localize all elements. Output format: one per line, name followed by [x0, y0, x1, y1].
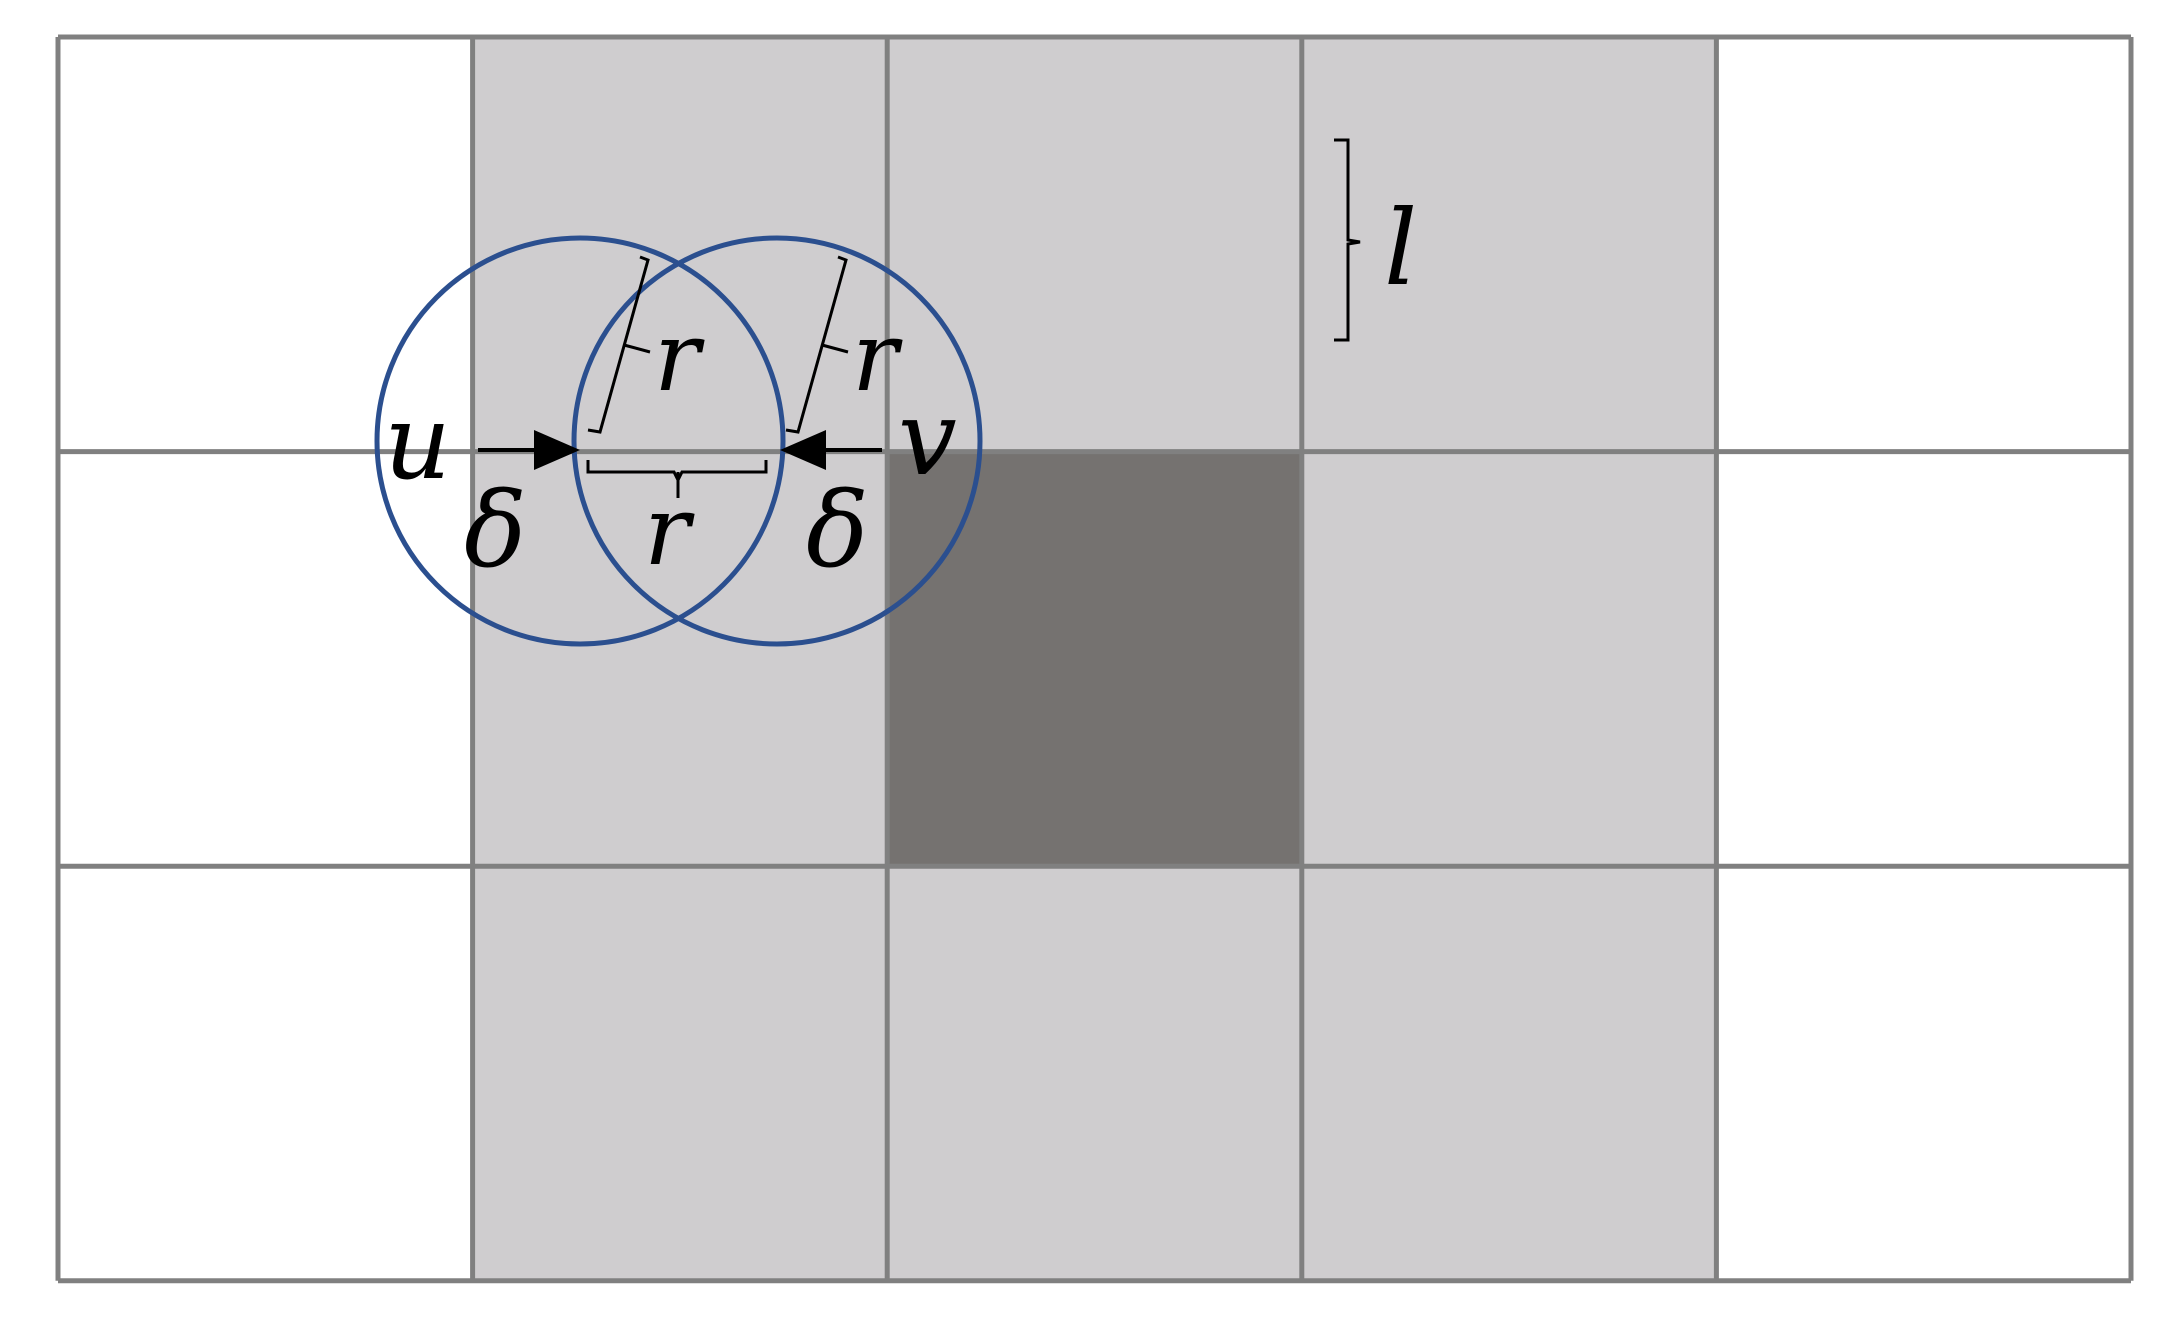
circle-v	[571, 235, 983, 647]
bracket-left-radius	[587, 255, 651, 434]
circle-u	[374, 235, 786, 647]
grid-cell-r2-c0	[58, 866, 473, 1281]
label-delta-left: δ	[464, 469, 527, 591]
label-r-center: r	[644, 475, 695, 587]
grid-lines	[55, 34, 2134, 1284]
grid-cell-r2-c4	[1716, 866, 2131, 1281]
grid-cell-r1-c2	[887, 451, 1302, 867]
grid-cell-r2-c3	[1301, 866, 1717, 1281]
grid-cell-r0-c3	[1301, 37, 1717, 452]
grid-cell-r2-c2	[887, 866, 1302, 1281]
grid-cell-r0-c4	[1716, 37, 2131, 452]
grid-cell-r2-c1	[472, 866, 888, 1281]
label-r-right-radius: r	[852, 301, 903, 413]
label-u: u	[384, 381, 451, 503]
arrow-v-to-circle	[780, 430, 882, 470]
label-delta-right: δ	[806, 469, 869, 591]
grid-cell-r1-c0	[58, 451, 473, 867]
arrow-u-to-circle	[478, 430, 580, 470]
label-v: v	[898, 377, 957, 499]
grid-cell-r1-c3	[1301, 451, 1717, 867]
grid-cell-r1-c1	[472, 451, 888, 867]
label-r-left-radius: r	[654, 301, 705, 413]
bracket-right-radius	[785, 255, 849, 434]
grid-cells	[58, 37, 2131, 1281]
grid-cell-r0-c2	[887, 37, 1302, 452]
bracket-l	[1334, 138, 1361, 342]
label-l: l	[1384, 187, 1417, 309]
grid-cell-r1-c4	[1716, 451, 2131, 867]
grid-cell-r0-c0	[58, 37, 473, 452]
